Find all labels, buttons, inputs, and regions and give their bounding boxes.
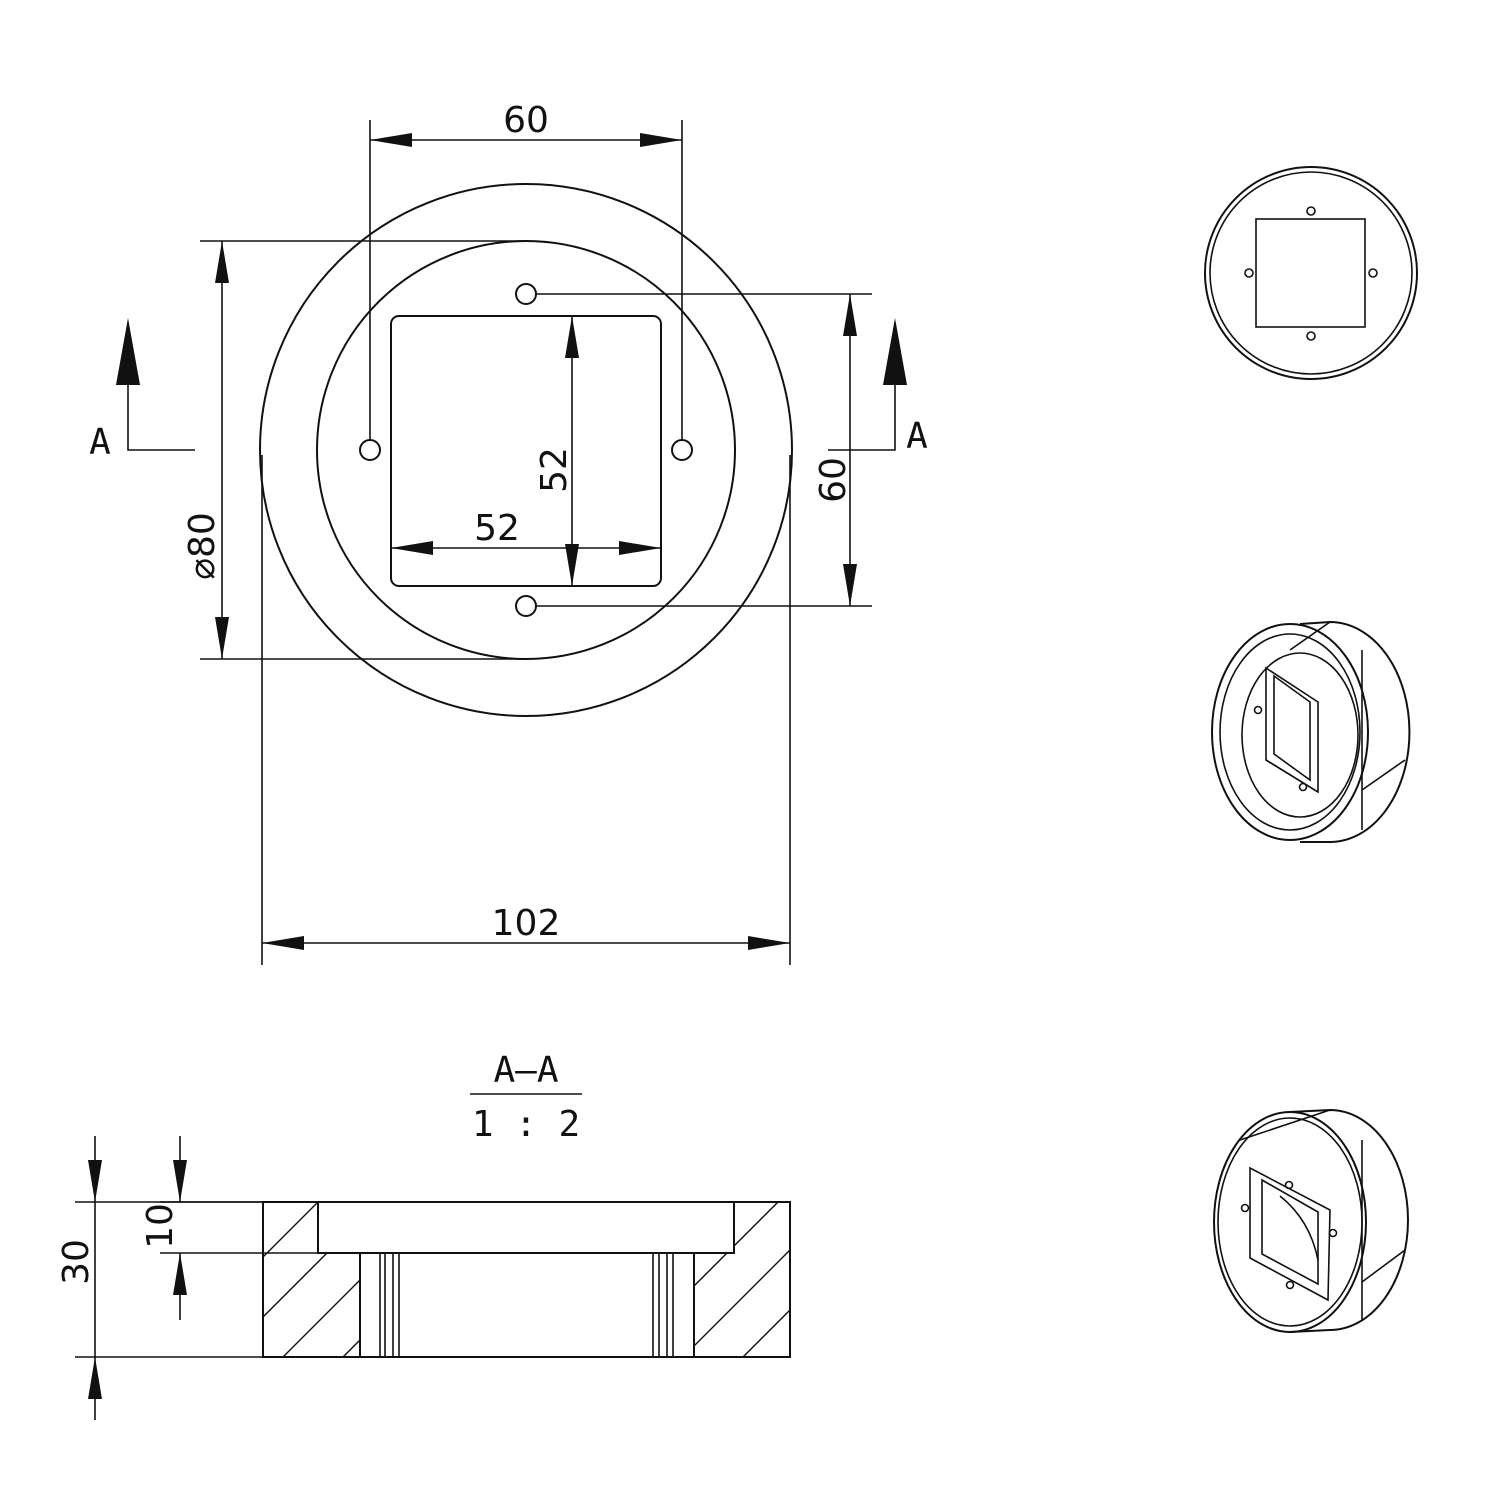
section-outline-left — [262, 1201, 361, 1358]
dim-text-10: 10 — [140, 1203, 181, 1249]
dim-text-60-v: 60 — [813, 457, 854, 503]
mount-hole-bottom — [515, 595, 537, 617]
dim-total-height: 30 — [56, 1136, 263, 1420]
square-window — [390, 315, 662, 587]
dim-recess-diameter: ⌀80 — [182, 240, 526, 660]
section-title-text: A–A — [493, 1050, 558, 1091]
dim-text-30: 30 — [56, 1239, 97, 1285]
section-scale-text: 1 : 2 — [472, 1104, 580, 1145]
section-title: A–A 1 : 2 — [470, 1050, 582, 1145]
section-outline-right — [693, 1201, 791, 1358]
dim-window-height: 52 — [534, 316, 579, 586]
section-hole-right — [652, 1253, 674, 1357]
mount-hole-right — [671, 439, 693, 461]
front-view — [259, 183, 793, 717]
dim-text-52-h: 52 — [474, 508, 520, 549]
section-view — [262, 1201, 791, 1358]
dim-outer-diameter: 102 — [261, 455, 791, 965]
mount-hole-left — [359, 439, 381, 461]
dim-window-width: 52 — [391, 508, 661, 555]
dim-text-60-h: 60 — [503, 100, 549, 141]
thumbnail-iso-rear — [1211, 620, 1411, 843]
outer-circle — [259, 183, 793, 717]
dim-text-102: 102 — [492, 903, 561, 944]
mount-hole-top — [515, 283, 537, 305]
section-label-right: A — [906, 416, 928, 457]
thumbnail-iso-front — [1213, 1108, 1409, 1333]
thumbnail-top-view — [1204, 166, 1418, 380]
dim-text-80: ⌀80 — [182, 512, 223, 579]
hatch-left — [263, 1202, 360, 1357]
section-hole-left — [379, 1253, 400, 1357]
section-marker-right: A — [828, 318, 928, 457]
dim-hole-spacing-horizontal: 60 — [369, 100, 683, 440]
dim-text-52-v: 52 — [534, 447, 575, 493]
dim-hole-spacing-vertical: 60 — [536, 293, 872, 607]
section-label-left: A — [89, 422, 111, 463]
section-marker-left: A — [89, 318, 195, 463]
